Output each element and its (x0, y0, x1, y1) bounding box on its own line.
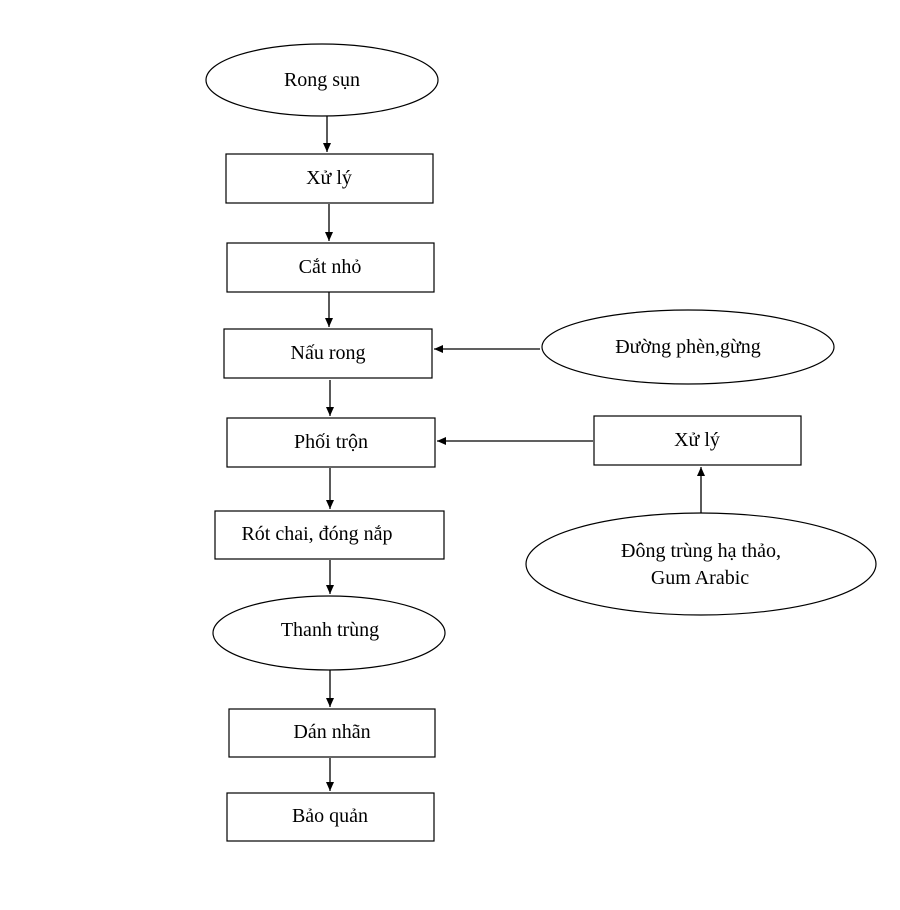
node-dong-trung-ha-thao: Đông trùng hạ thảo, Gum Arabic (525, 512, 877, 616)
node-dong-trung-line2: Gum Arabic (651, 567, 749, 589)
node-bao-quan: Bảo quản (226, 792, 435, 842)
node-thanh-trung: Thanh trùng (212, 595, 446, 671)
node-bao-quan-label: Bảo quản (292, 805, 368, 827)
node-phoi-tron: Phối trộn (226, 417, 436, 468)
node-cat-nho: Cắt nhỏ (226, 242, 435, 293)
node-xu-ly-2: Xử lý (593, 415, 802, 466)
node-dan-nhan: Dán nhãn (228, 708, 436, 758)
node-rot-chai-dong-nap: Rót chai, đóng nắp (214, 510, 445, 560)
node-duong-phen-gung: Đường phèn,gừng (541, 309, 835, 385)
node-thanh-trung-label: Thanh trùng (281, 619, 379, 641)
node-duong-phen-gung-label: Đường phèn,gừng (615, 336, 761, 358)
node-nau-rong: Nấu rong (223, 328, 433, 379)
node-nau-rong-label: Nấu rong (291, 342, 366, 364)
node-rong-sun: Rong sụn (205, 43, 439, 117)
node-phoi-tron-label: Phối trộn (294, 431, 368, 453)
node-xu-ly-label: Xử lý (306, 167, 352, 189)
node-xu-ly-2-label: Xử lý (674, 429, 720, 451)
node-xu-ly: Xử lý (225, 153, 434, 204)
node-cat-nho-label: Cắt nhỏ (299, 256, 362, 278)
node-dan-nhan-label: Dán nhãn (293, 721, 370, 743)
node-dong-trung-line1: Đông trùng hạ thảo, (621, 540, 781, 562)
node-rot-chai-dong-nap-label: Rót chai, đóng nắp (241, 523, 392, 545)
node-rong-sun-label: Rong sụn (284, 69, 360, 91)
